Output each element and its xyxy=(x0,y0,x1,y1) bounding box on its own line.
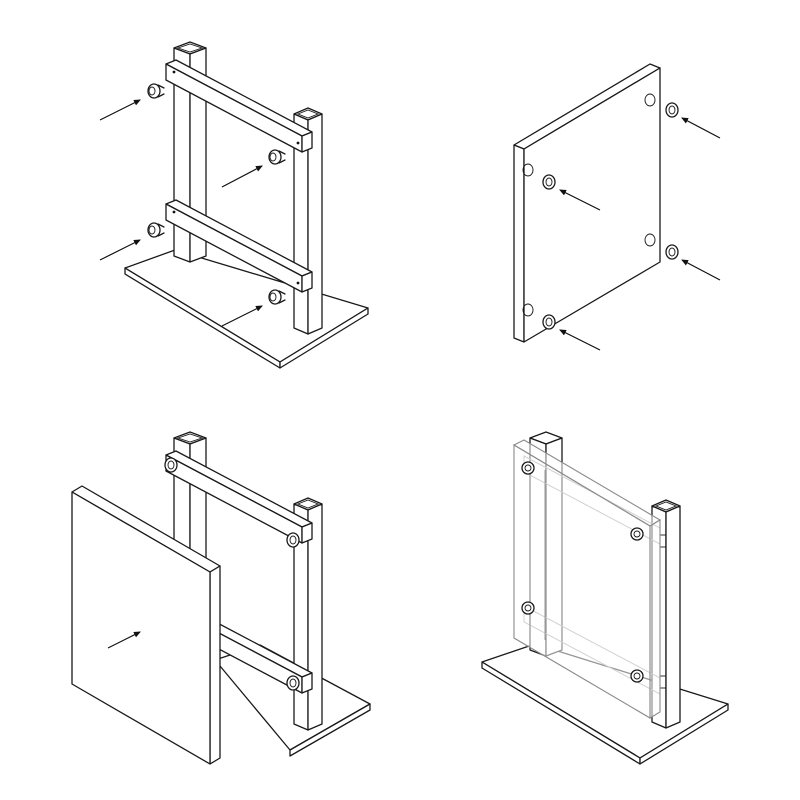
top-crossbar xyxy=(165,59,313,153)
direction-arrow-icon xyxy=(99,99,141,121)
acrylic-panel xyxy=(513,63,661,343)
standoff-cap-icon xyxy=(147,83,165,99)
standoff-cap-icon xyxy=(286,532,300,548)
bottom-crossbar xyxy=(165,199,313,293)
base-plate xyxy=(124,249,369,369)
base-plate xyxy=(481,643,729,765)
standoff-cap-icon xyxy=(286,675,300,691)
direction-arrow-icon xyxy=(221,305,263,327)
standoff-bolt-icon xyxy=(630,669,644,683)
standoff-cap-icon xyxy=(164,457,178,473)
direction-arrow-icon xyxy=(681,117,721,139)
direction-arrow-icon xyxy=(559,329,601,351)
acrylic-panel xyxy=(512,439,662,719)
standoff-bolt-icon xyxy=(630,527,644,541)
direction-arrow-icon xyxy=(99,239,141,261)
standoff-cap-icon xyxy=(268,289,286,305)
standoff-cap-icon xyxy=(147,222,165,238)
standoff-bolt-icon xyxy=(521,601,535,615)
standoff-bolt-icon xyxy=(542,174,556,190)
step-4-assembled xyxy=(481,431,729,765)
standoff-bolt-icon xyxy=(542,314,556,330)
direction-arrow-icon xyxy=(221,165,263,188)
acrylic-panel xyxy=(71,485,221,765)
step-2-panel-bolts xyxy=(513,63,721,351)
base-plate xyxy=(214,644,371,757)
direction-arrow-icon xyxy=(681,259,721,281)
standoff-bolt-icon xyxy=(665,244,679,260)
step-3-place-panel xyxy=(71,431,371,765)
direction-arrow-icon xyxy=(559,189,601,211)
step-1-frame-assembly xyxy=(99,41,369,369)
standoff-bolt-icon xyxy=(521,461,535,475)
standoff-bolt-icon xyxy=(665,102,679,118)
direction-arrow-icon xyxy=(107,631,141,649)
standoff-cap-icon xyxy=(268,149,286,165)
